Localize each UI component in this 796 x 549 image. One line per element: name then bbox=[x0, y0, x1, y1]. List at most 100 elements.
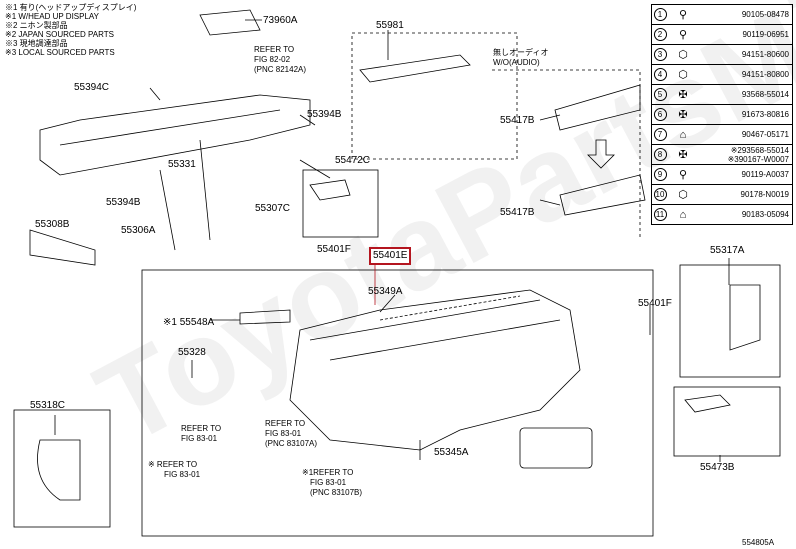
legend-part-number[interactable]: 90178-N0019 bbox=[740, 190, 789, 199]
screw-icon: ✠ bbox=[678, 89, 688, 101]
legend-number-text: 9 bbox=[653, 168, 667, 181]
part-label[interactable]: 55394B bbox=[307, 109, 342, 120]
legend-part-number[interactable]: 90183-05094 bbox=[741, 210, 789, 219]
legend-row[interactable]: 1 ⚲ 90105-08478 bbox=[652, 5, 792, 25]
legend-number: 8 bbox=[652, 148, 668, 161]
legend-number: 2 bbox=[652, 28, 668, 41]
bolt-icon: ⚲ bbox=[678, 169, 688, 181]
legend-number: 10 bbox=[652, 188, 668, 201]
part-label[interactable]: 55417B bbox=[500, 207, 535, 218]
part-label[interactable]: 55473B bbox=[700, 462, 735, 473]
legend-number: 4 bbox=[652, 68, 668, 81]
legend-number-text: 8 bbox=[653, 148, 667, 161]
legend-row[interactable]: 2 ⚲ 90119-06951 bbox=[652, 25, 792, 45]
note-line: ※3 LOCAL SOURCED PARTS bbox=[5, 48, 115, 57]
audio-note-jp: 無しオーディオ bbox=[493, 48, 549, 57]
note-line: ※1 W/HEAD UP DISPLAY bbox=[5, 12, 99, 21]
part-label[interactable]: 55307C bbox=[255, 203, 291, 214]
part-label[interactable]: 55345A bbox=[434, 447, 469, 458]
legend-part-number[interactable]: 90119-06951 bbox=[742, 30, 789, 39]
legend-row[interactable]: 6 ✠ 91673-80816 bbox=[652, 105, 792, 125]
part-label[interactable]: 73960A bbox=[263, 15, 298, 26]
part-label[interactable]: ※1 55548A bbox=[163, 317, 215, 328]
legend-row[interactable]: 7⌂90467-05171 bbox=[652, 125, 792, 145]
legend-part-number[interactable]: 94151-80800 bbox=[741, 70, 789, 79]
part-label[interactable]: 55308B bbox=[35, 219, 70, 230]
legend-number-text: 2 bbox=[653, 28, 667, 41]
legend-number: 6 bbox=[652, 108, 668, 121]
box-55473B bbox=[673, 386, 781, 457]
refer-text[interactable]: FIG 83-01 bbox=[265, 429, 302, 438]
legend-part-number[interactable]: 93568-55014 bbox=[741, 90, 789, 99]
box-55472C bbox=[302, 169, 379, 238]
legend-part-number[interactable]: 90119-A0037 bbox=[741, 170, 789, 179]
note-line: ※2 JAPAN SOURCED PARTS bbox=[5, 30, 114, 39]
highlighted-part-label[interactable]: 55401E bbox=[369, 247, 412, 265]
refer-text[interactable]: (PNC 82142A) bbox=[254, 65, 307, 74]
part-label[interactable]: 55349A bbox=[368, 286, 403, 297]
legend-part-number[interactable]: ※293568-55014 ※390167-W0007 bbox=[727, 145, 789, 164]
box-55317A bbox=[679, 264, 781, 378]
nut-icon: ⬡ bbox=[678, 69, 688, 81]
legend-number-text: 3 bbox=[653, 48, 667, 61]
refer-text[interactable]: REFER TO bbox=[181, 424, 222, 433]
legend-row[interactable]: 8 ✠ ※293568-55014 ※390167-W0007 bbox=[652, 145, 792, 165]
legend-number: 5 bbox=[652, 88, 668, 101]
screw-icon: ✠ bbox=[678, 149, 688, 161]
refer-text[interactable]: FIG 83-01 bbox=[181, 434, 218, 443]
audio-note-en: W/O(AUDIO) bbox=[493, 58, 540, 67]
refer-text[interactable]: FIG 82-02 bbox=[254, 55, 291, 64]
legend-row[interactable]: 4 ⬡ 94151-80800 bbox=[652, 65, 792, 85]
refer-text[interactable]: FIG 83-01 bbox=[310, 478, 347, 487]
bolt-icon: ⚲ bbox=[678, 9, 688, 21]
legend-number-text: 7 bbox=[653, 128, 667, 141]
note-line: ※3 現地調達部品 bbox=[5, 39, 68, 48]
legend-row[interactable]: 9 ⚲ 90119-A0037 bbox=[652, 165, 792, 185]
part-label[interactable]: 55472C bbox=[335, 155, 371, 166]
part-label[interactable]: 55331 bbox=[168, 159, 196, 170]
screw-icon: ✠ bbox=[678, 109, 688, 121]
part-label[interactable]: 55401F bbox=[638, 298, 672, 309]
part-label[interactable]: 55417B bbox=[500, 115, 535, 126]
box-55981 bbox=[351, 32, 518, 160]
part-label[interactable]: 55981 bbox=[376, 20, 404, 31]
legend-row[interactable]: 11⌂90183-05094 bbox=[652, 205, 792, 224]
legend-number-text: 10 bbox=[653, 188, 667, 201]
legend-number: 9 bbox=[652, 168, 668, 181]
part-label[interactable]: 55401F bbox=[317, 244, 351, 255]
refer-text[interactable]: (PNC 83107A) bbox=[265, 439, 318, 448]
legend-row[interactable]: 10 ⬡ 90178-N0019 bbox=[652, 185, 792, 205]
refer-text[interactable]: REFER TO bbox=[265, 419, 306, 428]
legend-part-number[interactable]: 94151-80600 bbox=[741, 50, 789, 59]
legend-number: 7 bbox=[652, 128, 668, 141]
part-label[interactable]: 55328 bbox=[178, 347, 206, 358]
nut-icon: ⬡ bbox=[678, 189, 688, 201]
note-line: ※2 ニホン製部品 bbox=[5, 21, 68, 30]
part-label[interactable]: 55317A bbox=[710, 245, 745, 256]
part-label[interactable]: 55394B bbox=[106, 197, 141, 208]
refer-text[interactable]: ※ REFER TO bbox=[148, 460, 198, 469]
legend-number: 11 bbox=[652, 208, 668, 221]
legend-number-text: 1 bbox=[653, 8, 667, 21]
part-label[interactable]: 55394C bbox=[74, 82, 110, 93]
legend-row[interactable]: 5 ✠ 93568-55014 bbox=[652, 85, 792, 105]
legend-number: 1 bbox=[652, 8, 668, 21]
legend-part-number[interactable]: 90467-05171 bbox=[741, 130, 789, 139]
legend-part-number[interactable]: 90105-08478 bbox=[741, 10, 789, 19]
refer-text[interactable]: FIG 83-01 bbox=[164, 470, 201, 479]
refer-text[interactable]: (PNC 83107B) bbox=[310, 488, 363, 497]
part-label[interactable]: 55318C bbox=[30, 400, 66, 411]
fastener-legend: 1 ⚲ 90105-08478 2 ⚲ 90119-06951 3 ⬡ 94151-80600 4… bbox=[651, 4, 793, 225]
bolt-icon: ⚲ bbox=[678, 29, 688, 41]
refer-text[interactable]: REFER TO bbox=[254, 45, 295, 54]
refer-text[interactable]: ※1REFER TO bbox=[302, 468, 354, 477]
part-label[interactable]: 55306A bbox=[121, 225, 156, 236]
nut-icon: ⬡ bbox=[678, 49, 688, 61]
legend-number-text: 11 bbox=[653, 208, 667, 221]
legend-number: 3 bbox=[652, 48, 668, 61]
legend-number-text: 6 bbox=[653, 108, 667, 121]
legend-part-number[interactable]: 91673-80816 bbox=[741, 110, 789, 119]
legend-row[interactable]: 3 ⬡ 94151-80600 bbox=[652, 45, 792, 65]
